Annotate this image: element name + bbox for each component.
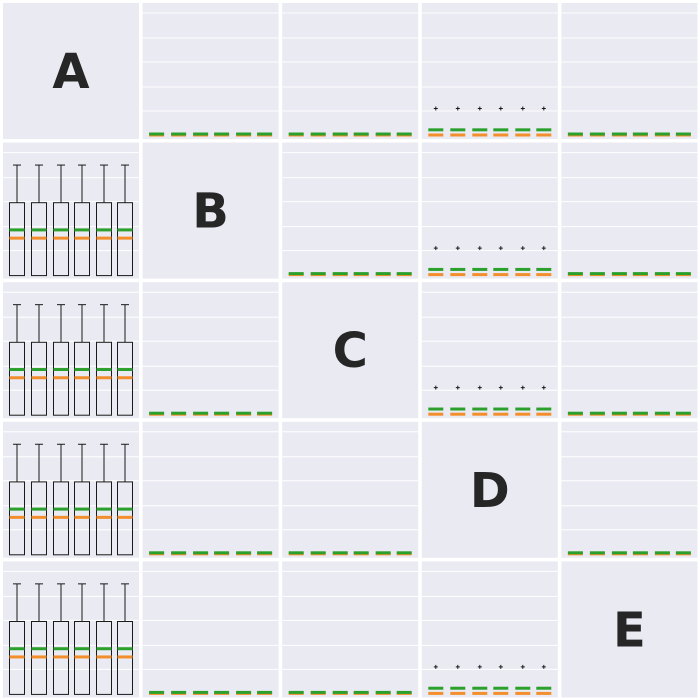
panel-D-E <box>561 421 698 558</box>
panel-C-B <box>142 282 279 419</box>
panel-background <box>3 282 139 419</box>
panel-B-B: B <box>142 142 279 279</box>
diagonal-label-D: D <box>470 463 510 519</box>
flier-point <box>498 385 503 390</box>
flier-point <box>433 385 438 390</box>
flier-point <box>541 385 546 390</box>
panel-A-B <box>142 3 279 139</box>
panel-D-C <box>282 421 419 558</box>
panel-B-C <box>282 142 419 279</box>
flier-point <box>498 664 503 669</box>
panel-A-E <box>561 3 698 139</box>
panel-E-B <box>142 561 279 698</box>
flier-point <box>455 385 460 390</box>
flier-point <box>433 246 438 251</box>
panel-E-D <box>421 561 558 698</box>
panel-D-A <box>3 421 139 558</box>
panel-C-E <box>561 282 698 419</box>
flier-point <box>541 106 546 111</box>
flier-point <box>455 246 460 251</box>
flier-point <box>520 385 525 390</box>
panel-background <box>3 561 139 698</box>
flier-point <box>541 664 546 669</box>
panel-background <box>421 3 558 139</box>
panel-background <box>561 421 698 558</box>
panel-background <box>282 282 419 419</box>
flier-point <box>498 106 503 111</box>
flier-point <box>455 106 460 111</box>
diagonal-label-B: B <box>192 184 229 240</box>
panel-background <box>142 142 279 279</box>
diagonal-label-C: C <box>333 323 368 379</box>
panel-B-D <box>421 142 558 279</box>
flier-point <box>520 246 525 251</box>
panel-A-C <box>282 3 419 139</box>
diagonal-label-A: A <box>52 44 89 100</box>
panel-E-A <box>3 561 139 698</box>
panel-background <box>142 421 279 558</box>
panel-background <box>421 561 558 698</box>
flier-point <box>541 246 546 251</box>
panel-background <box>282 421 419 558</box>
flier-point <box>520 664 525 669</box>
panel-D-B <box>142 421 279 558</box>
panel-background <box>561 561 698 698</box>
panel-C-D <box>421 282 558 419</box>
panel-B-A <box>3 142 139 279</box>
panel-D-D: D <box>421 421 558 558</box>
flier-point <box>433 664 438 669</box>
panel-E-C <box>282 561 419 698</box>
flier-point <box>477 664 482 669</box>
panel-background <box>421 142 558 279</box>
panel-background <box>561 282 698 419</box>
diagonal-label-E: E <box>613 602 646 658</box>
panel-background <box>421 421 558 558</box>
panel-C-C: C <box>282 282 419 419</box>
flier-point <box>520 106 525 111</box>
panel-A-D <box>421 3 558 139</box>
flier-point <box>477 106 482 111</box>
flier-point <box>455 664 460 669</box>
panel-A-A: A <box>3 3 139 139</box>
flier-point <box>498 246 503 251</box>
flier-point <box>477 385 482 390</box>
panel-background <box>561 3 698 139</box>
panel-background <box>142 282 279 419</box>
panel-background <box>142 3 279 139</box>
panel-E-E: E <box>561 561 698 698</box>
panel-background <box>282 561 419 698</box>
panel-background <box>3 142 139 279</box>
panel-background <box>282 3 419 139</box>
flier-point <box>477 246 482 251</box>
panel-background <box>282 142 419 279</box>
panel-background <box>561 142 698 279</box>
panel-C-A <box>3 282 139 419</box>
flier-point <box>433 106 438 111</box>
panel-background <box>3 3 139 139</box>
panel-background <box>142 561 279 698</box>
panel-B-E <box>561 142 698 279</box>
panel-background <box>421 282 558 419</box>
panel-background <box>3 421 139 558</box>
